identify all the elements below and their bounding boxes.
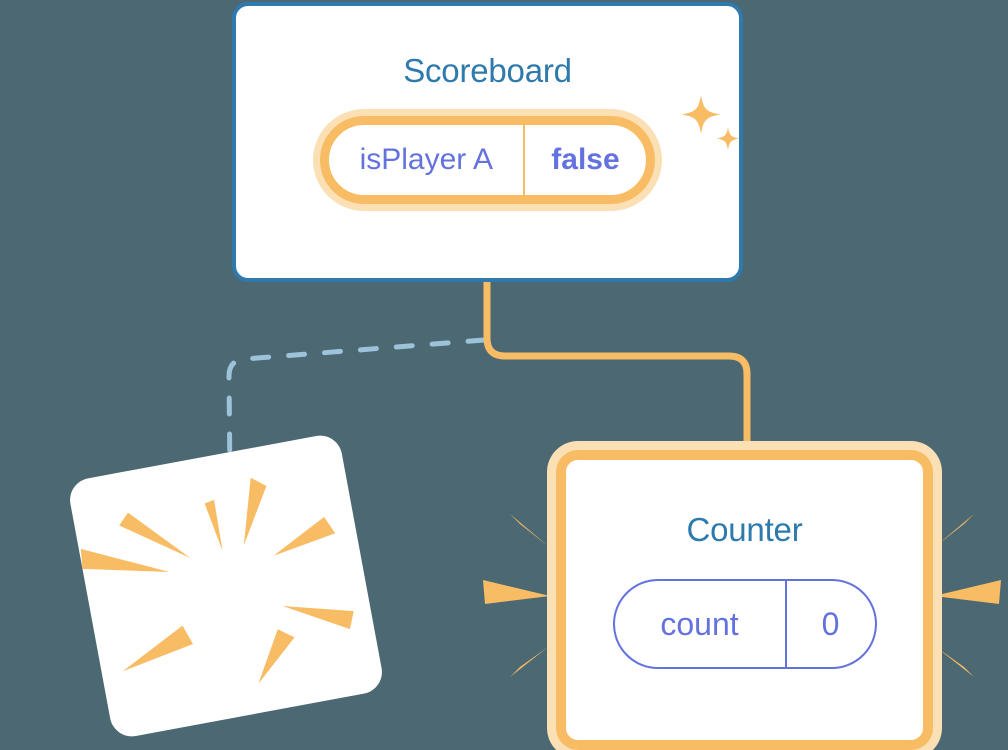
counter-emphasis-rays-right: [934, 514, 1001, 677]
state-pill-key: count: [615, 581, 787, 667]
node-burst-card[interactable]: [66, 432, 386, 740]
burst-ray-s: [258, 629, 295, 684]
burst-ray-e: [273, 516, 336, 556]
emphasis-ray-right-middle: [934, 580, 1001, 604]
state-pill-isplayer-a[interactable]: isPlayer A false: [320, 116, 655, 204]
burst-ray-n: [204, 499, 223, 552]
emphasis-ray-right-top: [936, 514, 974, 546]
counter-emphasis-rays-left: [483, 514, 550, 677]
burst-ray-se: [282, 606, 354, 630]
node-counter[interactable]: Counter count 0: [556, 450, 933, 750]
node-scoreboard[interactable]: Scoreboard isPlayer A false: [232, 2, 743, 282]
radial-burst-icon: [80, 477, 354, 684]
node-scoreboard-title: Scoreboard: [403, 52, 572, 89]
burst-ray-ne: [243, 477, 267, 546]
node-counter-state-row: count 0: [566, 549, 923, 669]
burst-ray-sw: [122, 625, 194, 672]
state-pill-count[interactable]: count 0: [612, 579, 877, 669]
emphasis-ray-left-middle: [483, 580, 550, 604]
state-pill-key: isPlayer A: [329, 125, 526, 195]
emphasis-ray-left-top: [510, 514, 548, 546]
state-pill-value: false: [551, 143, 620, 176]
emphasis-ray-right-bottom: [936, 647, 974, 677]
state-pill-value: 0: [821, 605, 840, 642]
node-scoreboard-state-row: isPlayer A false: [236, 90, 739, 204]
emphasis-ray-left-bottom: [510, 647, 548, 677]
node-counter-title: Counter: [686, 511, 803, 548]
connector-scoreboard-to-counter: [483, 279, 751, 470]
burst-ray-nw: [119, 512, 191, 559]
